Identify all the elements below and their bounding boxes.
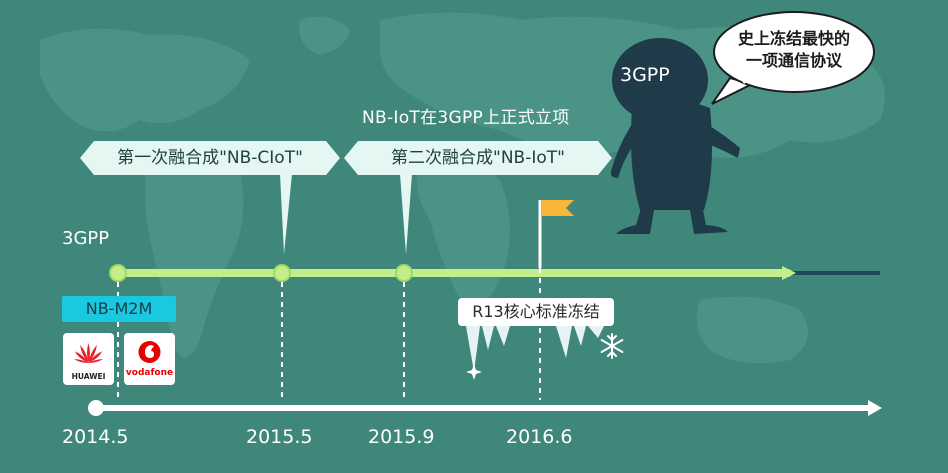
year-label-2015-5: 2015.5 xyxy=(246,426,313,448)
banner-shapes xyxy=(80,141,612,254)
timeline-node-2014-5 xyxy=(109,264,127,282)
character-label: 3GPP xyxy=(620,64,670,86)
icicle-icon xyxy=(466,326,604,372)
timeline-bar xyxy=(109,264,880,282)
bottom-axis xyxy=(88,400,882,416)
vodafone-speechmark xyxy=(138,341,161,363)
dashed-guides xyxy=(117,268,541,400)
callout-pointer-2015-5 xyxy=(280,174,292,254)
banner-first-fusion: 第一次融合成"NB-CIoT" xyxy=(117,148,303,168)
speech-line-1: 史上冻结最快的 xyxy=(737,29,850,48)
banner-second-fusion: 第二次融合成"NB-IoT" xyxy=(391,148,565,168)
speech-bubble xyxy=(711,11,875,105)
speech-line-2: 一项通信协议 xyxy=(745,51,842,70)
year-label-2016-6: 2016.6 xyxy=(506,426,573,448)
snowflake-icon xyxy=(600,333,624,359)
flag-icon xyxy=(538,200,574,268)
timeline-node-2015-5 xyxy=(273,264,291,282)
timeline-label: 3GPP xyxy=(62,228,110,249)
year-label-2015-9: 2015.9 xyxy=(368,426,435,448)
nb-m2m-tag: NB-M2M xyxy=(62,296,176,322)
vodafone-wordmark: vodafone xyxy=(125,368,174,378)
timeline-node-2015-9 xyxy=(395,264,413,282)
callout-pointer-2015-9 xyxy=(400,174,412,254)
sparkle-icon xyxy=(466,364,482,380)
speech-bubble-text: 史上冻结最快的 一项通信协议 xyxy=(724,28,864,72)
character-3gpp xyxy=(610,38,740,234)
vodafone-logo-icon: vodafone xyxy=(124,333,175,385)
year-label-2014-5: 2014.5 xyxy=(62,426,129,448)
top-note: NB-IoT在3GPP上正式立项 xyxy=(362,108,570,128)
huawei-petals xyxy=(74,343,103,363)
r13-freeze-tag: R13核心标准冻结 xyxy=(458,298,614,326)
huawei-wordmark: HUAWEI xyxy=(71,372,106,381)
huawei-logo-icon: HUAWEI xyxy=(63,333,114,385)
